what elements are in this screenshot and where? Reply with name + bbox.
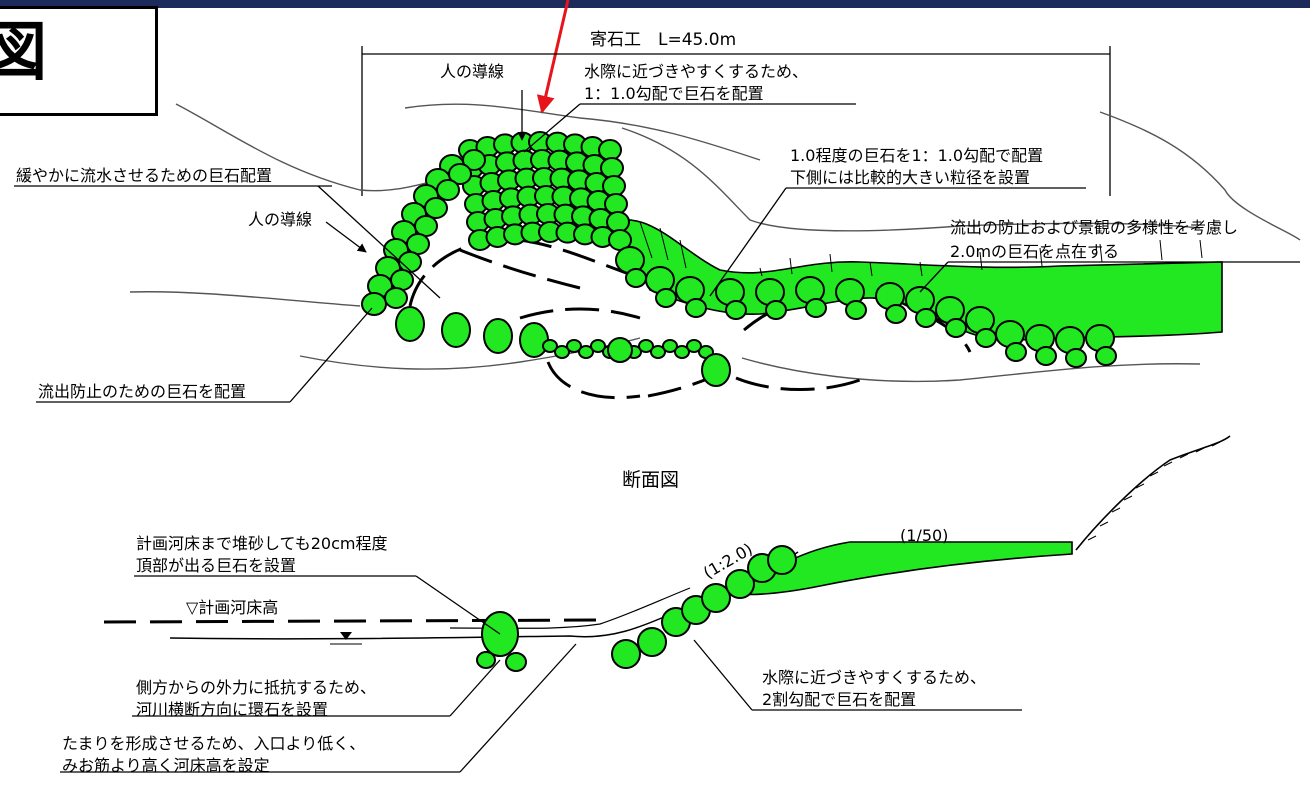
boulder bbox=[483, 318, 513, 354]
boulder bbox=[975, 328, 997, 348]
note-right2-line1: 流出の防止および景観の多様性を考慮し bbox=[950, 218, 1239, 237]
boulder bbox=[384, 287, 408, 309]
note-right1-line2: 下側には比較的大きい粒径を設置 bbox=[790, 168, 1031, 187]
boulder bbox=[607, 337, 633, 363]
boulder bbox=[578, 345, 594, 359]
title-fragment: 図 bbox=[0, 16, 47, 90]
boulder bbox=[638, 339, 654, 353]
boulder bbox=[650, 345, 666, 359]
boulder bbox=[448, 163, 472, 185]
section-note-side-line2: 河川横断方向に環石を設置 bbox=[136, 700, 329, 719]
plan-flow-band bbox=[610, 219, 1223, 342]
boulder bbox=[674, 345, 690, 359]
boulder bbox=[590, 339, 606, 353]
boulder bbox=[1035, 346, 1057, 366]
boulder bbox=[637, 627, 667, 657]
walkway-label-left: 人の導線 bbox=[248, 210, 313, 229]
boulder bbox=[1065, 348, 1087, 368]
boulder bbox=[725, 300, 747, 320]
section-title: 断面図 bbox=[622, 469, 680, 491]
boulder bbox=[725, 569, 755, 599]
plan-contours bbox=[129, 103, 1301, 383]
boulder bbox=[845, 300, 867, 320]
boulder bbox=[406, 233, 430, 255]
boulder bbox=[462, 149, 486, 171]
boulder bbox=[566, 339, 582, 353]
boulder bbox=[542, 339, 558, 353]
boulder bbox=[805, 298, 827, 318]
note-right2-line2: 2.0mの巨石を点在する bbox=[950, 242, 1120, 261]
boulder bbox=[686, 339, 702, 353]
section-note-pool-line1: たまりを形成させるため、入口より低く、 bbox=[62, 734, 366, 753]
gradient-label: (1/50) bbox=[900, 526, 949, 545]
header-bar bbox=[0, 0, 1310, 8]
boulder bbox=[424, 197, 448, 219]
length-dimension bbox=[361, 46, 1111, 196]
section-leaders bbox=[60, 575, 1022, 773]
title-box: 図 bbox=[0, 6, 158, 116]
boulder bbox=[436, 179, 460, 201]
boulder bbox=[505, 652, 527, 672]
boulder bbox=[1095, 346, 1117, 366]
note-top-line2: 1：1.0勾配で巨石を配置 bbox=[584, 84, 764, 103]
boulder bbox=[662, 339, 678, 353]
boulder bbox=[361, 292, 387, 316]
note-bottom-left: 流出防止のための巨石を配置 bbox=[38, 382, 247, 401]
boulder bbox=[398, 251, 422, 273]
boulder bbox=[655, 288, 677, 308]
note-top-line1: 水際に近づきやすくするため、 bbox=[584, 62, 809, 81]
boulder bbox=[701, 353, 731, 387]
boulder bbox=[395, 306, 425, 342]
red-indicator-arrow bbox=[536, 0, 570, 114]
section-boulders bbox=[476, 545, 797, 672]
boulder bbox=[767, 545, 797, 575]
boulder bbox=[476, 651, 496, 669]
boulder bbox=[554, 345, 570, 359]
boulder bbox=[685, 298, 707, 318]
plan-leaders bbox=[14, 90, 1300, 403]
boulder bbox=[885, 304, 907, 324]
note-right1-line1: 1.0程度の巨石を1：1.0勾配で配置 bbox=[790, 146, 1044, 165]
length-label: 寄石工 L=45.0m bbox=[590, 30, 737, 50]
boulder bbox=[1005, 342, 1027, 362]
note-left: 緩やかに流水させるための巨石配置 bbox=[16, 166, 273, 185]
boulder bbox=[945, 318, 967, 338]
boulder bbox=[701, 583, 731, 613]
boulder bbox=[414, 215, 438, 237]
plan-boulders bbox=[361, 131, 1117, 387]
walkway-label-top: 人の導線 bbox=[440, 62, 505, 81]
section-note-right-line1: 水際に近づきやすくするため、 bbox=[762, 668, 987, 687]
section-note-side-line1: 側方からの外力に抵抗するため、 bbox=[136, 678, 377, 697]
section-note-pool-line2: みお筋より高く河床高を設定 bbox=[62, 756, 270, 775]
section-note-top-line2: 頂部が出る巨石を設置 bbox=[136, 556, 297, 575]
boulder bbox=[441, 312, 471, 348]
boulder bbox=[519, 322, 549, 358]
bed-level-label: ▽計画河床高 bbox=[186, 598, 279, 617]
boulder bbox=[915, 308, 937, 328]
boulder bbox=[611, 639, 641, 669]
boulder bbox=[625, 268, 647, 288]
section-note-right-line2: 2割勾配で巨石を配置 bbox=[762, 690, 917, 709]
boulder bbox=[765, 300, 787, 320]
boulder bbox=[390, 269, 414, 291]
section-note-top-line1: 計画河床まで堆砂しても20cm程度 bbox=[136, 534, 388, 553]
